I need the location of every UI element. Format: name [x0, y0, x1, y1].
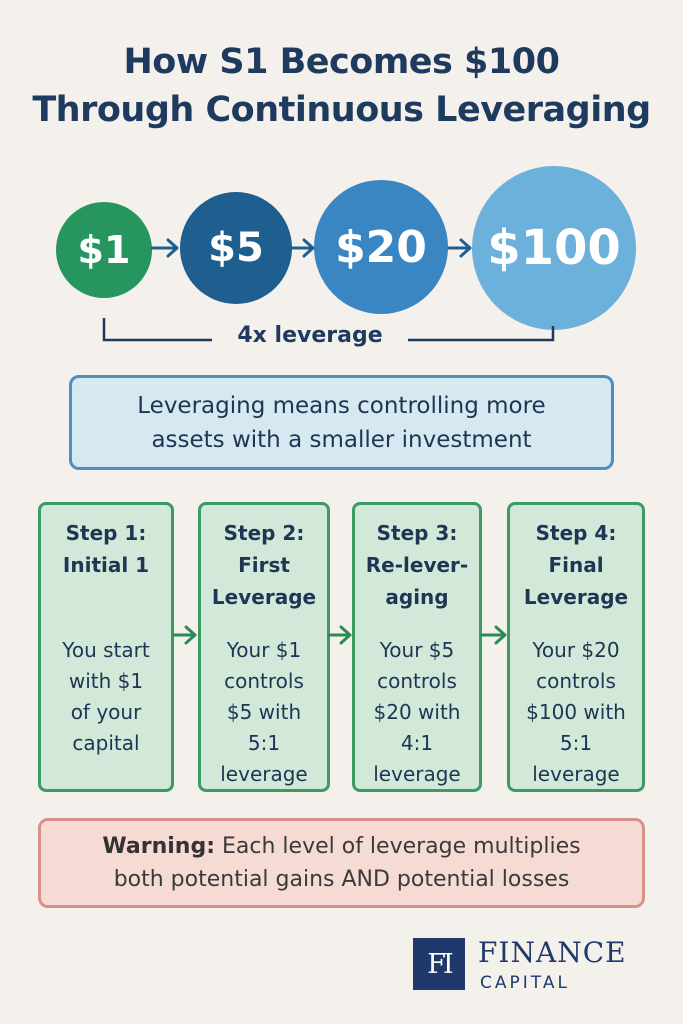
brand-subtitle: CAPITAL — [480, 973, 570, 993]
step-heading: Step 4: Final Leverage — [510, 517, 642, 617]
step-card-4: Step 4: Final Leverage Your $20 controls… — [507, 502, 645, 792]
step-description: Your $5 controls $20 with 4:1 leverage — [355, 635, 479, 790]
step-heading: Step 1: Initial 1 — [41, 517, 171, 617]
warning-line-2: both potential gains AND potential losse… — [113, 867, 570, 892]
flow-node-1: $1 — [56, 202, 152, 298]
brand-name: FINANCE — [478, 936, 627, 969]
arrow-right-icon — [447, 238, 472, 258]
title-line-2: Through Continuous Leveraging — [32, 90, 651, 130]
step-description-line: Your $1 — [226, 638, 302, 662]
flow-node-2: $5 — [180, 192, 292, 304]
arrow-right-icon — [172, 625, 197, 645]
step-description-line: controls — [377, 669, 457, 693]
step-description-line: $20 with — [373, 700, 461, 724]
step-description-line: Your $20 — [532, 638, 620, 662]
step-heading: Step 2: First Leverage — [201, 517, 327, 617]
step-heading-line: Final — [548, 553, 604, 577]
arrow-right-icon — [288, 238, 315, 258]
title-line-1: How S1 Becomes $100 — [123, 42, 560, 82]
step-description-line: leverage — [220, 762, 308, 786]
step-heading-line: Leverage — [211, 585, 317, 609]
step-description-line: controls — [224, 669, 304, 693]
definition-box: Leveraging means controlling more assets… — [69, 375, 614, 470]
brand-logo-mark: FI — [413, 938, 465, 990]
leverage-bracket — [102, 318, 555, 342]
definition-line-1: Leveraging means controlling more — [137, 392, 546, 419]
step-description: Your $1 controls $5 with 5:1 leverage — [201, 635, 327, 790]
step-description-line: 5:1 — [247, 731, 281, 755]
warning-box: Warning: Each level of leverage multipli… — [38, 818, 645, 908]
step-description-line: of your — [70, 700, 142, 724]
step-heading-line: Leverage — [523, 585, 629, 609]
step-description-line: $5 with — [226, 700, 302, 724]
page-title: How S1 Becomes $100 Through Continuous L… — [0, 38, 683, 134]
step-heading-line: Step 2: — [223, 521, 305, 545]
step-heading-line: Step 1: — [65, 521, 147, 545]
step-description-line: leverage — [373, 762, 461, 786]
step-description-line: controls — [536, 669, 616, 693]
warning-label: Warning: — [102, 834, 216, 859]
arrow-right-icon — [150, 238, 179, 258]
step-description: You start with $1 of your capital — [41, 635, 171, 759]
step-card-1: Step 1: Initial 1 You start with $1 of y… — [38, 502, 174, 792]
step-description-line: $100 with — [526, 700, 626, 724]
step-heading-line: Initial 1 — [62, 553, 150, 577]
step-heading-line: Re-lever- — [365, 553, 469, 577]
step-heading-line: aging — [385, 585, 449, 609]
step-heading-line: First — [238, 553, 290, 577]
arrow-right-icon — [327, 625, 352, 645]
step-description-line: 4:1 — [400, 731, 434, 755]
arrow-right-icon — [480, 625, 507, 645]
step-heading-line: Step 4: — [535, 521, 617, 545]
step-description-line: with $1 — [68, 669, 144, 693]
step-card-3: Step 3: Re-lever- aging Your $5 controls… — [352, 502, 482, 792]
step-description-line: leverage — [532, 762, 620, 786]
step-description-line: 5:1 — [559, 731, 593, 755]
step-heading-line: Step 3: — [376, 521, 458, 545]
definition-line-2: assets with a smaller investment — [151, 426, 532, 453]
step-heading: Step 3: Re-lever- aging — [355, 517, 479, 617]
flow-node-4: $100 — [472, 166, 636, 330]
warning-line-1: Warning: Each level of leverage multipli… — [102, 830, 580, 863]
step-description-line: Your $5 — [379, 638, 455, 662]
step-description: Your $20 controls $100 with 5:1 leverage — [510, 635, 642, 790]
step-card-2: Step 2: First Leverage Your $1 controls … — [198, 502, 330, 792]
warning-text: Each level of leverage multiplies — [215, 834, 581, 859]
step-description-line: capital — [72, 731, 140, 755]
flow-node-3: $20 — [314, 180, 448, 314]
bracket-label: 4x leverage — [237, 323, 383, 348]
step-description-line: You start — [62, 638, 150, 662]
